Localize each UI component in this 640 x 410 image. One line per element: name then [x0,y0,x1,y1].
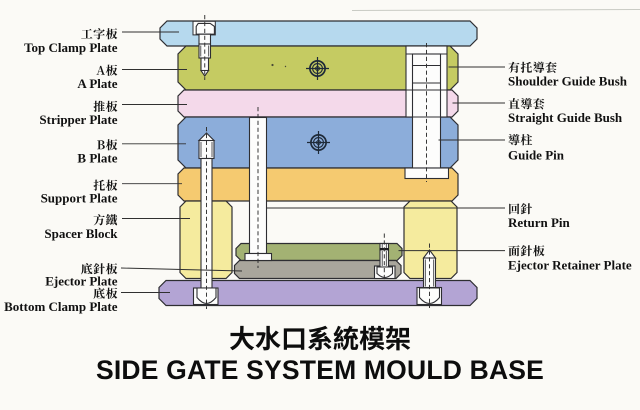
label-spacer-block: 方鐵 Spacer Block [44,214,118,241]
label-top-clamp-plate: 工字板 Top Clamp Plate [24,28,118,55]
plate-ejector [233,259,402,280]
label-top-clamp-plate-en: Top Clamp Plate [24,40,118,55]
label-ejector-retainer-plate: 面針板 Ejector Retainer Plate [508,245,632,273]
label-bottom-clamp-plate-zh-glyphs [93,287,118,299]
label-ejector-retainer-plate-zh-glyphs [508,245,545,257]
plate-bottom-clamp [158,279,478,307]
label-stripper-plate-en: Stripper Plate [39,112,117,127]
label-ejector-plate-zh-glyphs [81,263,118,275]
plate-ejector-retainer [235,242,403,262]
label-a-plate: A板 A Plate [77,64,118,91]
top-bolt-head [195,22,215,35]
label-spacer-block-zh-glyphs [93,214,118,226]
label-shoulder-guide-bush-en: Shoulder Guide Bush [508,73,628,88]
label-ejector-retainer-plate-en: Ejector Retainer Plate [508,258,632,273]
scan-specks [271,63,287,68]
label-bottom-clamp-plate-en: Bottom Clamp Plate [4,299,118,314]
label-shoulder-guide-bush: 有托導套 Shoulder Guide Bush [508,61,628,88]
label-spacer-block-en: Spacer Block [44,226,118,241]
label-a-plate-en: A Plate [77,76,117,91]
label-b-plate: B板 B Plate [77,139,118,166]
plate-spacer-right [403,200,458,280]
centerlines [204,15,430,309]
label-ejector-plate-en: Ejector Plate [45,274,118,289]
label-stripper-plate-zh-glyphs [93,100,118,112]
label-support-plate-en: Support Plate [41,191,118,206]
label-guide-pin: 導柱 Guide Pin [508,134,565,163]
label-a-plate-zh-glyphs [96,64,118,76]
title-en: SIDE GATE SYSTEM MOULD BASE [96,355,544,385]
label-b-plate-en: B Plate [77,151,117,166]
hole-symbol-b-plate [307,131,330,154]
label-guide-pin-en: Guide Pin [508,148,565,163]
title-zh-glyphs [230,325,411,351]
label-bottom-clamp-plate: 底板 Bottom Clamp Plate [4,287,118,314]
leader-lines [120,31,505,293]
label-shoulder-guide-bush-zh-glyphs [508,61,557,73]
label-top-clamp-plate-zh-glyphs [81,28,118,40]
plate-stripper [177,89,459,118]
title-block: 大水口系統模架 SIDE GATE SYSTEM MOULD BASE [96,325,544,385]
label-ejector-plate: 底針板 Ejector Plate [45,263,118,289]
label-guide-pin-zh-glyphs [508,134,533,146]
label-b-plate-zh-glyphs [97,139,118,151]
label-return-pin: 回針 Return Pin [508,203,571,230]
plate-support [177,167,459,202]
hole-symbol-a-plate [306,57,329,80]
label-straight-guide-bush-zh-glyphs [508,98,545,110]
label-straight-guide-bush-en: Straight Guide Bush [508,110,623,125]
hole-symbols [306,57,330,154]
label-return-pin-zh-glyphs [509,203,533,215]
label-support-plate: 托板 Support Plate [41,179,118,206]
labels: 工字板 Top Clamp Plate A板 A Plate 推板 Stripp… [4,28,632,314]
label-stripper-plate: 推板 Stripper Plate [39,100,118,127]
scan-edge-artifact [351,9,640,11]
leader-ejector-plate [120,267,243,272]
label-straight-guide-bush: 直導套 Straight Guide Bush [508,98,623,125]
label-support-plate-zh-glyphs [93,179,118,191]
label-return-pin-en: Return Pin [508,215,571,230]
